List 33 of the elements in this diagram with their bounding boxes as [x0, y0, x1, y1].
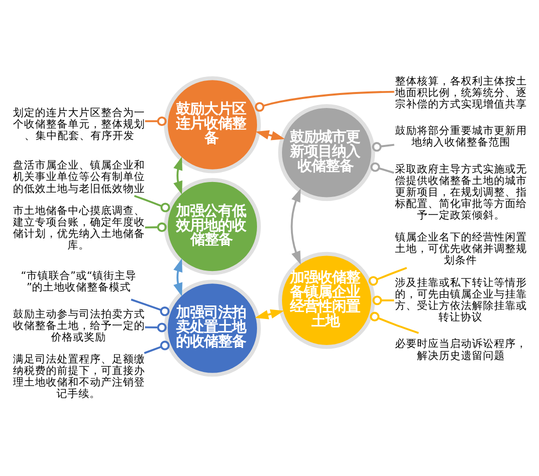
connector [145, 222, 167, 232]
connector [145, 322, 167, 332]
connector [130, 298, 170, 316]
node-circle: 加强司法拍卖处置土地的收储整备 [164, 280, 261, 377]
node-text: 整体核算，各权利主体按土地面积比例，统筹统分、逐宗补偿的方式实现增值共享 [395, 75, 528, 110]
node-text: 鼓励将部分重要城市更新用地纳入收储整备范围 [395, 125, 528, 149]
node-text: 鼓励主动参与司法拍卖方式收储整备土地，给予一定的价格或奖励 [13, 308, 146, 344]
connector [370, 162, 394, 174]
node-text: 涉及挂靠或私下转让等情形的，可先由镇属企业与挂靠方、受让方依法解除挂靠或转让协议 [395, 276, 528, 324]
connector [372, 142, 394, 152]
arrow [173, 156, 182, 195]
node-text: 采取政府主导方式实施或无偿提供收储整备土地的城市更新项目，在规划调整、指标配置、简化审批等方面给予一定政策倾斜。 [395, 164, 528, 222]
arrow [256, 130, 285, 140]
node-circle: 鼓励城市更新项目纳入收储整备 [278, 104, 376, 202]
node-text: 必要时应当启动诉讼程序，解决历史遗留问题 [395, 338, 528, 362]
node-circle: 加强收储整备镇属企业经营性闲置土地 [278, 252, 376, 349]
node-text: 满足司法处置程序、足额缴纳税费的前提下，可直接办理土地收储和不动产注销登记手续。 [13, 354, 146, 400]
connector [370, 312, 419, 334]
connector [372, 296, 394, 306]
connector [145, 116, 167, 126]
arrow [173, 258, 182, 296]
connector [134, 194, 170, 212]
arrow [290, 188, 301, 265]
node-text: 市土地储备中心摸底调查、建立专项台账，确定年度收储计划，优先纳入土地储备库。 [13, 204, 146, 252]
node-text: “市镇联合”或“镇街主导”的土地收储整备模式 [20, 270, 136, 294]
node-text: 盘活市属企业、镇属企业和机关事业单位等公有制单位的低效土地与老旧低效物业 [13, 160, 146, 195]
node-text: 划定的连片大片区整合为一个收储整备单元，整体规划、集中配套、有序开发 [13, 106, 146, 142]
arrow [254, 309, 284, 320]
node-circle: 鼓励大片区连片收储整备 [164, 76, 261, 174]
connector [254, 90, 394, 112]
connector [368, 266, 408, 286]
connector [144, 340, 170, 354]
node-text: 镇属企业名下的经营性闲置土地，可优先收储并调整规划条件 [395, 232, 528, 267]
